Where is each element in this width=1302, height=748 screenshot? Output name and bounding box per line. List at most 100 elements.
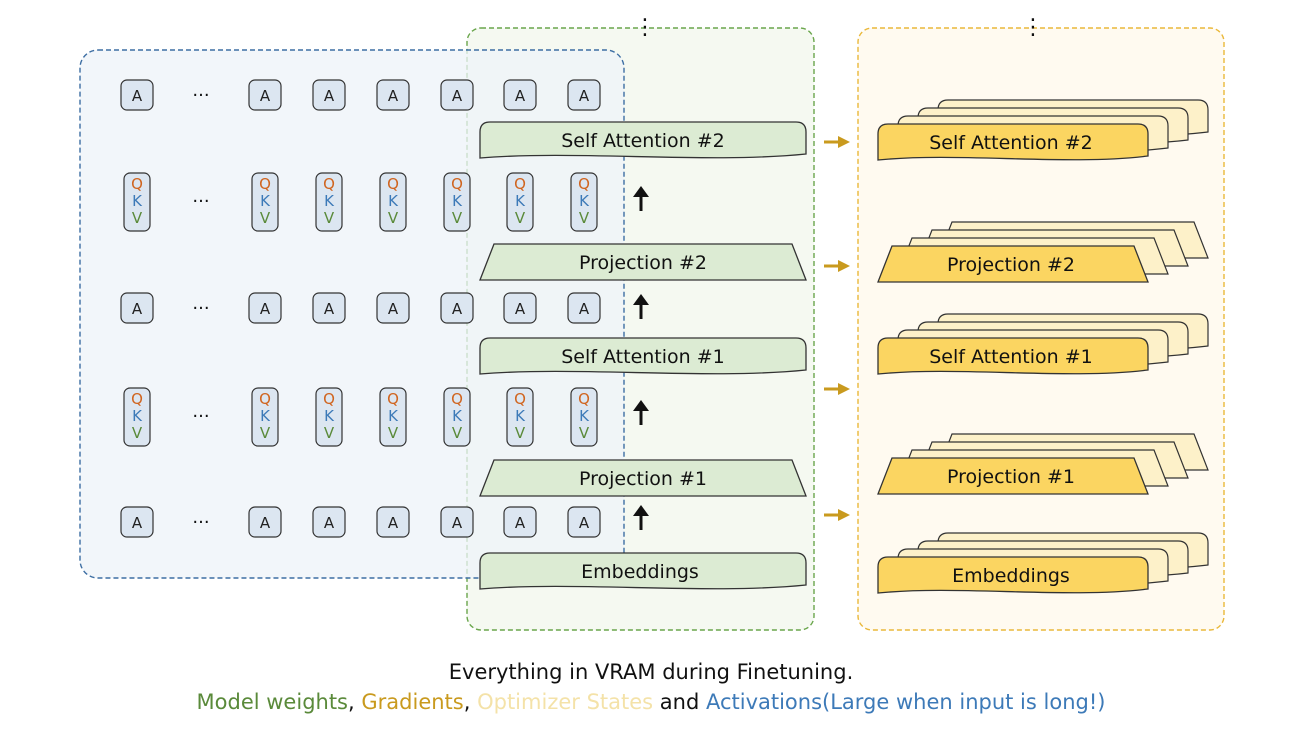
qkv-token-q: Q [451, 175, 463, 193]
activation-token [567, 79, 601, 111]
optimizer-state-label: Projection #1 [947, 466, 1075, 488]
qkv-token-v: V [579, 424, 590, 442]
qkv-token-q: Q [259, 390, 271, 408]
qkv-token-q: Q [323, 390, 335, 408]
model-layer-label: Projection #1 [579, 468, 707, 490]
qkv-token-k: K [452, 407, 463, 425]
qkv-token-v: V [388, 209, 399, 227]
activation-token-label: A [388, 514, 399, 532]
activation-token-label: A [388, 87, 399, 105]
activation-token [312, 506, 346, 538]
qkv-token-v: V [452, 209, 463, 227]
caption-legend: Model weights, Gradients, Optimizer Stat… [0, 690, 1302, 714]
optimizer-state-proj2 [877, 245, 1149, 283]
legend-gradients: Gradients [361, 690, 464, 714]
qkv-token-q: Q [387, 390, 399, 408]
qkv-token [315, 387, 343, 447]
legend-model-weights: Model weights [196, 690, 349, 714]
gradient-arrows [824, 136, 850, 521]
model-layer-proj2 [479, 243, 807, 281]
qkv-token [443, 387, 471, 447]
legend-sep-2: , [463, 690, 478, 714]
activation-token [503, 292, 537, 324]
qkv-token-k: K [388, 192, 399, 210]
qkv-token [443, 172, 471, 232]
optimizer-panel-ellipsis: ⋮ [1022, 15, 1044, 40]
qkv-token-k: K [324, 407, 335, 425]
qkv-token-k: K [452, 192, 463, 210]
model-layer-proj1 [479, 459, 807, 497]
qkv-token-v: V [324, 209, 335, 227]
qkv-token [506, 172, 534, 232]
activation-token-label: A [324, 300, 335, 318]
legend-activations: Activations(Large when input is long!) [705, 690, 1106, 714]
qkv-token-q: Q [578, 390, 590, 408]
model-layer-sa1 [479, 337, 807, 375]
activation-token [440, 506, 474, 538]
activation-token-label: A [515, 300, 526, 318]
activation-token [120, 292, 154, 324]
activation-token [248, 292, 282, 324]
qkv-token-q: Q [514, 390, 526, 408]
qkv-token-v: V [260, 424, 271, 442]
activation-token [376, 292, 410, 324]
model-layer-label: Self Attention #1 [561, 346, 725, 368]
qkv-token-v: V [324, 424, 335, 442]
activation-token [376, 506, 410, 538]
qkv-token-k: K [132, 192, 143, 210]
qkv-token-k: K [579, 192, 590, 210]
activation-token-label: A [579, 87, 590, 105]
qkv-token-v: V [260, 209, 271, 227]
qkv-token-q: Q [323, 175, 335, 193]
activation-token-label: A [260, 87, 271, 105]
activation-token [440, 292, 474, 324]
activation-token-label: A [452, 300, 463, 318]
model-panel-ellipsis: ⋮ [634, 15, 656, 40]
activation-token [312, 79, 346, 111]
row-ellipsis: ··· [192, 191, 209, 212]
qkv-token-k: K [388, 407, 399, 425]
qkv-token-k: K [579, 407, 590, 425]
up-arrow-head [633, 400, 649, 411]
activation-token-label: A [132, 87, 143, 105]
activation-token-label: A [260, 514, 271, 532]
qkv-token-q: Q [514, 175, 526, 193]
activation-token-label: A [452, 514, 463, 532]
caption-title: Everything in VRAM during Finetuning. [448, 660, 854, 684]
model-layer-label: Embeddings [581, 561, 699, 583]
qkv-token-q: Q [259, 175, 271, 193]
qkv-token-v: V [132, 209, 143, 227]
model-layer-label: Self Attention #2 [561, 130, 725, 152]
activation-token-label: A [388, 300, 399, 318]
activation-token-label: A [324, 87, 335, 105]
qkv-token-v: V [388, 424, 399, 442]
activation-token [120, 506, 154, 538]
legend-sep-1: , [348, 690, 362, 714]
activation-token-label: A [132, 300, 143, 318]
activation-token [248, 79, 282, 111]
activation-token [312, 292, 346, 324]
legend-and: and [653, 690, 706, 714]
gradient-arrow-head [838, 383, 850, 395]
gradient-arrow-head [838, 509, 850, 521]
forward-arrows [633, 186, 649, 530]
qkv-token-k: K [132, 407, 143, 425]
qkv-token-q: Q [451, 390, 463, 408]
gradient-arrow-head [838, 136, 850, 148]
qkv-token [123, 172, 151, 232]
optimizer-state-label: Self Attention #2 [929, 132, 1093, 154]
activation-token [440, 79, 474, 111]
qkv-token-k: K [515, 192, 526, 210]
qkv-token [570, 172, 598, 232]
activation-token [567, 292, 601, 324]
activation-token-label: A [260, 300, 271, 318]
activation-token [503, 79, 537, 111]
activation-token-label: A [515, 514, 526, 532]
activations-panel [79, 49, 625, 579]
activation-token [248, 506, 282, 538]
qkv-token-k: K [260, 407, 271, 425]
qkv-token-q: Q [131, 390, 143, 408]
qkv-token-v: V [515, 209, 526, 227]
